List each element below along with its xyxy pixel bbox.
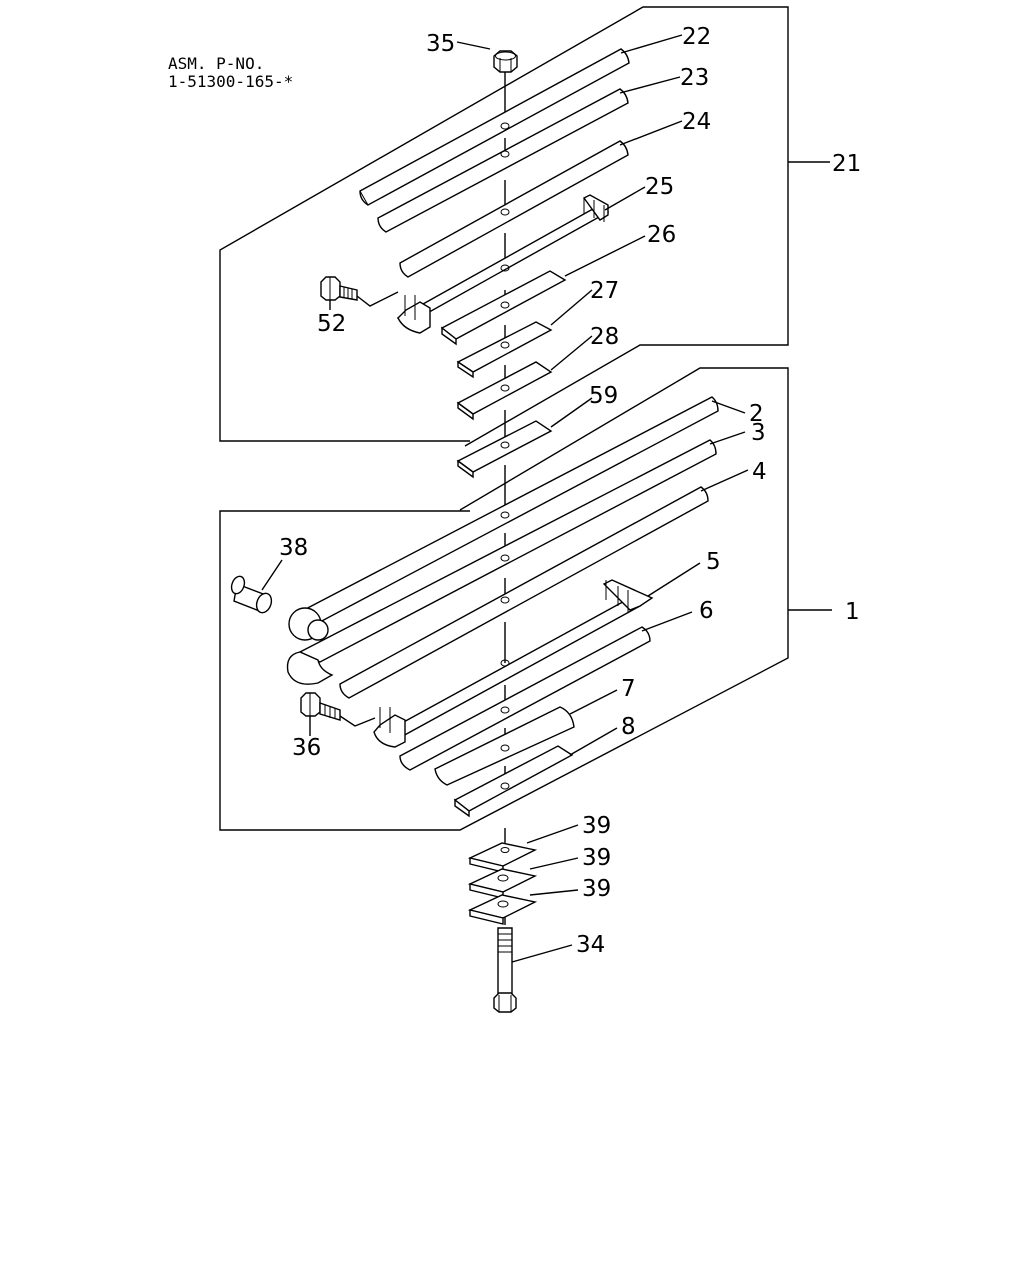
assembly-label: ASM. P-NO. [168, 54, 264, 73]
callout-52: 52 [317, 311, 346, 337]
group-21-boundary [219, 6, 789, 447]
spring-leaf-28 [456, 361, 553, 421]
clip-leaf-5 [373, 579, 654, 748]
spring-leaf-3 [286, 439, 717, 685]
bolt-52 [320, 276, 399, 307]
bushing-38 [230, 575, 273, 614]
spring-leaf-7 [434, 706, 575, 786]
bolt-36 [300, 692, 376, 727]
callout-39-bottom: 39 [582, 876, 611, 902]
spring-leaf-8 [453, 745, 574, 818]
callout-8: 8 [621, 714, 636, 740]
leader-lines [261, 34, 832, 963]
callout-59: 59 [589, 383, 618, 409]
spring-leaf-59 [456, 420, 553, 479]
assembly-part-number: 1-51300-165-* [168, 72, 293, 91]
spacer-39-bottom [467, 894, 538, 925]
callout-35: 35 [426, 31, 455, 57]
callout-25: 25 [645, 174, 674, 200]
callout-1: 1 [845, 599, 860, 625]
callout-39-top: 39 [582, 813, 611, 839]
spacer-39-middle [467, 868, 538, 899]
callout-21: 21 [832, 151, 861, 177]
spacer-39-top [467, 842, 538, 873]
nut-35 [493, 50, 518, 73]
callout-26: 26 [647, 222, 676, 248]
spring-leaf-26 [440, 270, 567, 346]
callout-5: 5 [706, 549, 721, 575]
callout-28: 28 [590, 324, 619, 350]
callout-34: 34 [576, 932, 605, 958]
callout-24: 24 [682, 109, 711, 135]
callout-27: 27 [590, 278, 619, 304]
callout-2: 2 [749, 401, 764, 427]
callout-38: 38 [279, 535, 308, 561]
center-bolt-34 [493, 927, 517, 1013]
group-1-boundary [219, 367, 789, 831]
clip-leaf-25-26 [396, 194, 610, 334]
spring-leaf-27 [456, 321, 553, 379]
spring-leaf-2 [288, 396, 719, 641]
callout-3: 3 [751, 420, 766, 446]
callout-4: 4 [752, 459, 767, 485]
callout-39-middle: 39 [582, 845, 611, 871]
spring-leaf-22 [359, 48, 630, 206]
callout-22: 22 [682, 24, 711, 50]
callout-6: 6 [699, 598, 714, 624]
callout-23: 23 [680, 65, 709, 91]
spring-leaf-23 [377, 88, 629, 233]
callout-36: 36 [292, 735, 321, 761]
callout-7: 7 [621, 676, 636, 702]
